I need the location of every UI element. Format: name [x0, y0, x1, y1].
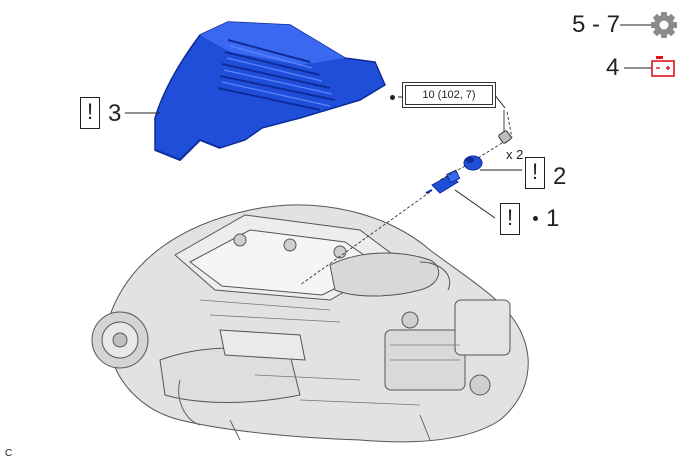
clamp-illustration	[463, 155, 483, 171]
engine-assembly-illustration	[91, 204, 529, 443]
corner-code: C	[5, 448, 13, 459]
part2-label: 2	[553, 163, 567, 190]
part1-bullet	[533, 216, 538, 221]
quantity-label: x 2	[506, 147, 524, 162]
step-battery-label: 4	[606, 54, 620, 81]
gear-icon	[651, 12, 677, 38]
bolt-illustration	[498, 110, 512, 144]
attention-box-part3: !	[80, 97, 100, 129]
attention-box-part2: !	[525, 157, 545, 189]
leader-lines	[125, 24, 652, 219]
attention-box-part1: !	[500, 203, 520, 235]
sensor-illustration	[425, 169, 461, 194]
steps-range-label: 5 - 7	[572, 11, 621, 38]
torque-spec-box: 10 (102, 7)	[402, 82, 496, 108]
part3-label: 3	[108, 100, 122, 127]
part1-label: 1	[546, 205, 560, 232]
battery-icon	[651, 56, 675, 77]
torque-spec-text: 10 (102, 7)	[405, 85, 493, 105]
torque-bullet	[390, 95, 395, 100]
installation-guides	[299, 111, 513, 286]
engine-cover-illustration	[154, 21, 386, 162]
